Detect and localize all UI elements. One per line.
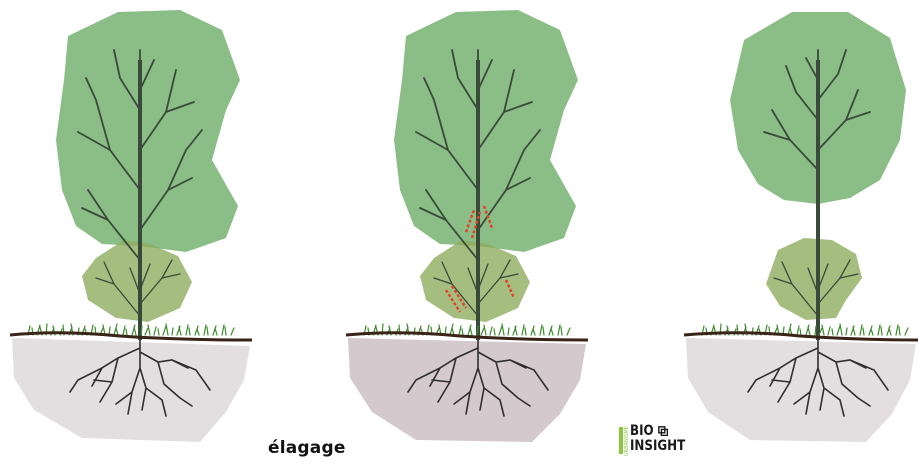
- understory-shrub: [82, 240, 192, 322]
- caption: élagage: [268, 438, 346, 458]
- logo-line-2: INSIGHT: [630, 439, 685, 454]
- understory-shrub: [420, 240, 530, 322]
- tree-crown: [394, 10, 578, 252]
- tree-crown: [56, 10, 240, 252]
- panel-pruning-cuts: [346, 10, 588, 442]
- logo-accent-bar: [619, 427, 623, 454]
- understory-shrub: [766, 238, 862, 320]
- bioinsight-logo: URBANISME BIO INSIGHT: [619, 424, 699, 458]
- panel-before-pruning: [10, 10, 252, 442]
- ground-line: [10, 333, 252, 340]
- logo-mark-icon: [658, 426, 668, 436]
- panel-after-pruning: [684, 12, 918, 442]
- logo-line-1: BIO: [630, 424, 654, 439]
- soil: [12, 338, 250, 442]
- soil: [686, 338, 916, 442]
- logo-vertical-text: URBANISME: [624, 426, 628, 456]
